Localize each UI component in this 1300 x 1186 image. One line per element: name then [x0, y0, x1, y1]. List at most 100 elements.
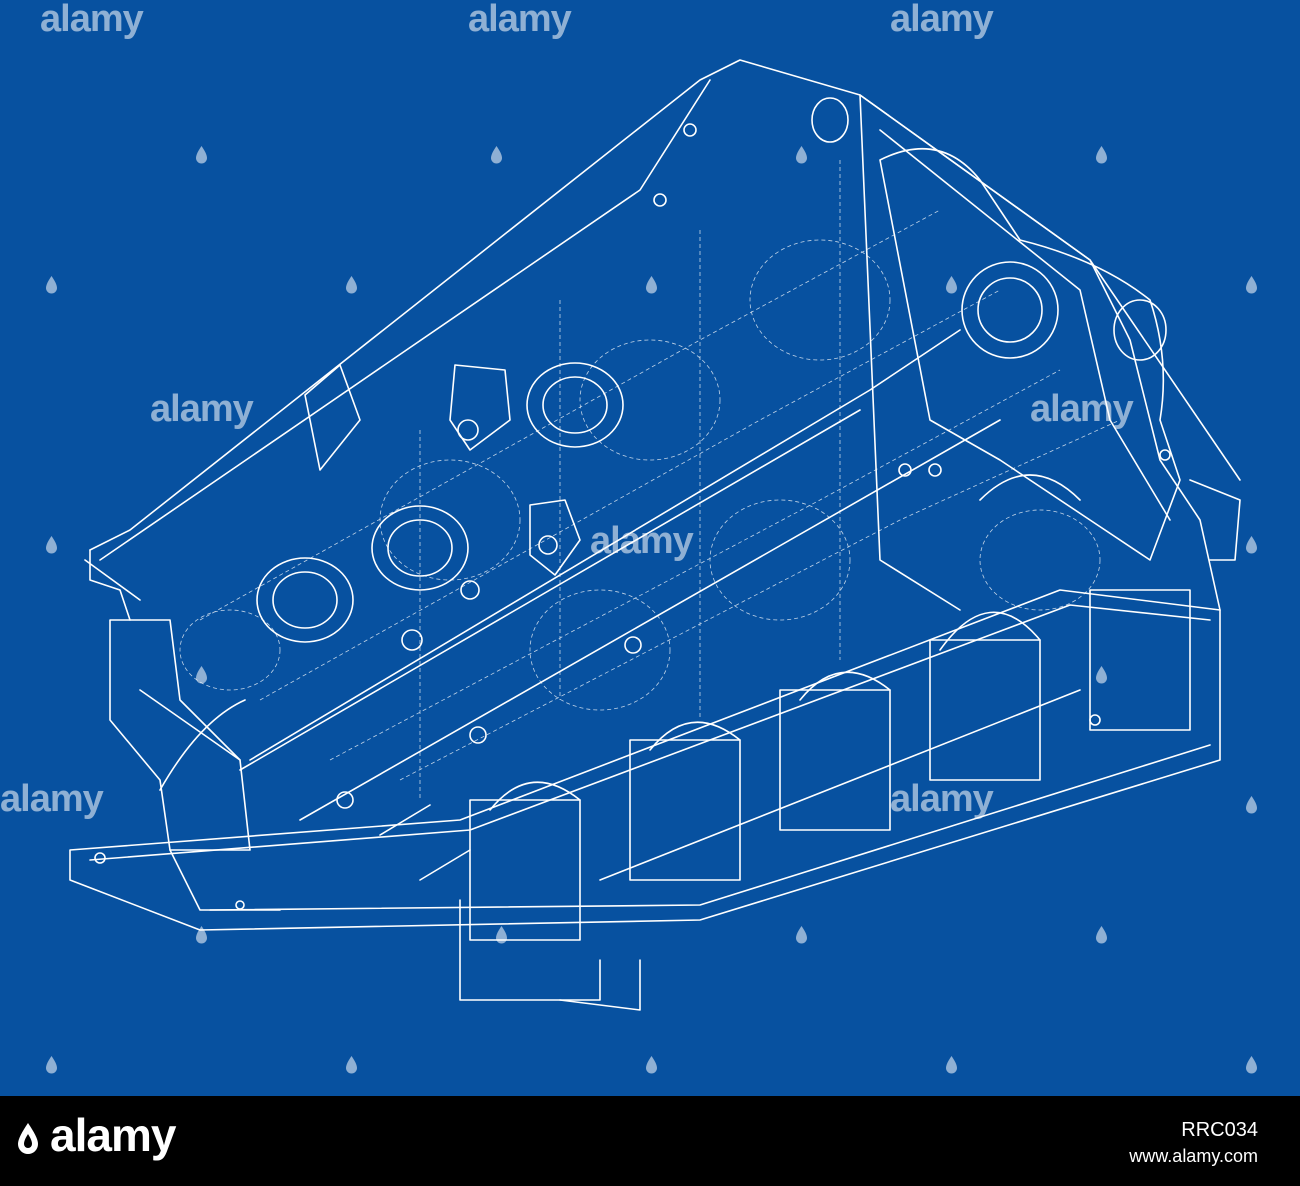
watermark-mark-icon: [946, 1056, 957, 1074]
bore-boss-1-inner: [272, 571, 338, 629]
front-hump: [1189, 479, 1241, 561]
watermark-mark-icon: [496, 926, 507, 944]
bolt-hole: [336, 791, 354, 809]
bore-boss-3: [526, 362, 624, 448]
watermark-mark-icon: [1246, 276, 1257, 294]
bolt-hole: [401, 629, 423, 651]
bolt-hole: [457, 419, 479, 441]
front-lip: [84, 559, 141, 601]
bottom-tab-1: [459, 899, 601, 1001]
bolt-hole: [898, 463, 912, 477]
watermark-text: alamy: [40, 0, 144, 40]
right-port: [1113, 299, 1167, 361]
timing-cover: [879, 148, 1181, 561]
watermark-mark-icon: [346, 276, 357, 294]
watermark-text: alamy: [890, 778, 994, 820]
block-ridge-3: [299, 419, 1001, 821]
bottom-tab-3: [169, 849, 281, 911]
watermark-mark-icon: [196, 666, 207, 684]
engine-block-drawing: [69, 59, 1241, 1011]
bottom-tab-2: [559, 959, 641, 1011]
crank-arc-3: [799, 671, 891, 701]
bearing-cap-4: [929, 639, 1041, 781]
site-url[interactable]: www.alamy.com: [1129, 1146, 1258, 1166]
bolt-hole: [235, 900, 245, 910]
hidden-bore: [379, 459, 521, 581]
block-ridge-1: [249, 329, 961, 761]
block-outline-top: [89, 59, 1241, 551]
mount-pad-2: [529, 499, 581, 576]
pan-rail-bottom: [209, 744, 1211, 911]
watermark-mark-icon: [491, 146, 502, 164]
bolt-hole: [653, 193, 667, 207]
front-rail: [89, 549, 131, 621]
bearing-cap-1: [469, 799, 581, 941]
watermark-mark-icon: [1096, 926, 1107, 944]
watermark-text: alamy: [1030, 388, 1134, 430]
watermark-mark-icon: [196, 146, 207, 164]
hidden-line: [259, 289, 1001, 701]
hidden-bore: [579, 339, 721, 461]
watermark-text: alamy: [468, 0, 572, 40]
bolt-hole: [928, 463, 942, 477]
watermark-mark-icon: [1246, 536, 1257, 554]
watermark-mark-icon: [196, 926, 207, 944]
watermark-mark-icon: [1096, 146, 1107, 164]
hidden-line: [399, 419, 1121, 781]
bore-boss-4: [961, 261, 1059, 359]
watermark-mark-icon: [646, 1056, 657, 1074]
bolt-hole: [1159, 449, 1171, 461]
watermark-mark-icon: [346, 1056, 357, 1074]
watermark-mark-icon: [46, 276, 57, 294]
hidden-bore: [529, 589, 671, 711]
watermark-mark-icon: [796, 146, 807, 164]
bore-boss-4-inner: [977, 277, 1043, 343]
watermark-text: alamy: [150, 388, 254, 430]
watermark-mark-icon: [1096, 666, 1107, 684]
hidden-line: [329, 369, 1061, 761]
pan-rail: [69, 589, 1221, 931]
bore-boss-2-inner: [387, 519, 453, 577]
bolt-hole: [1089, 714, 1101, 726]
block-outline-upper: [99, 79, 711, 561]
blueprint-illustration: alamy alamy alamy alamy alamy alamy alam…: [0, 0, 1300, 1096]
right-wall: [859, 94, 961, 611]
watermark-mark-icon: [646, 276, 657, 294]
upper-port: [811, 97, 849, 143]
watermark-mark-icon: [796, 926, 807, 944]
hidden-bore: [179, 609, 281, 691]
alamy-logo-icon: [18, 1123, 38, 1154]
right-face-inner: [879, 129, 1171, 521]
hidden-bore: [979, 509, 1101, 611]
bolt-hole: [538, 535, 558, 555]
skirt-line-4: [139, 689, 241, 761]
bolt-hole: [624, 636, 642, 654]
watermark-mark-icon: [46, 1056, 57, 1074]
bore-boss-2: [371, 505, 469, 591]
bolt-hole: [469, 726, 487, 744]
crank-arc-1: [489, 781, 581, 811]
crank-arc-2: [649, 721, 741, 751]
bearing-cap-5: [1089, 589, 1191, 731]
image-id: RRC034: [1181, 1119, 1258, 1141]
stock-footer-bar: alamy RRC034 www.alamy.com: [0, 1096, 1300, 1186]
watermark-mark-icon: [46, 536, 57, 554]
block-ridge-2: [239, 409, 861, 771]
hidden-bore: [709, 499, 851, 621]
watermark-mark-icon: [1246, 796, 1257, 814]
hidden-bore: [749, 239, 891, 361]
bore-boss-1: [256, 557, 354, 643]
mount-pad-3: [304, 364, 361, 471]
bolt-hole: [94, 852, 106, 864]
right-face: [859, 94, 1221, 611]
hidden-line: [199, 209, 941, 621]
skirt-line-3: [599, 689, 1081, 881]
alamy-logo[interactable]: alamy: [50, 1109, 176, 1161]
bolt-hole: [683, 123, 697, 137]
crank-arc-5: [979, 474, 1081, 501]
watermark-text: alamy: [0, 778, 104, 820]
watermark-text: alamy: [590, 520, 694, 562]
bearing-cap-3: [779, 689, 891, 831]
bolt-hole: [460, 580, 480, 600]
